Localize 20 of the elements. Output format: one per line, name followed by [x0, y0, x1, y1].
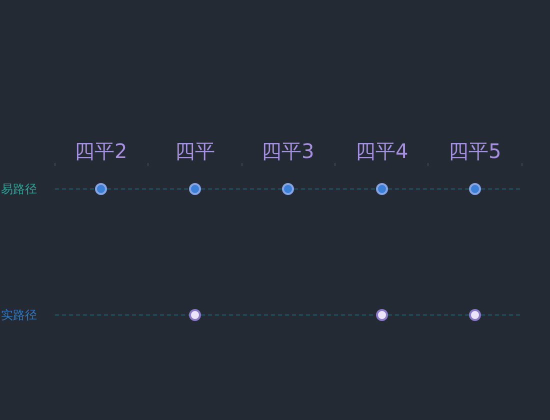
column-header: 四平2: [74, 141, 128, 161]
dashed-connector: [200, 188, 282, 190]
path-dot: [469, 309, 481, 321]
row-label: 易路径: [1, 183, 37, 195]
column-header: 四平4: [356, 141, 408, 161]
column-header: 四平: [175, 141, 215, 161]
row-label: 实路径: [1, 309, 37, 321]
path-dot: [282, 183, 294, 195]
dashed-connector: [388, 314, 470, 316]
dashed-connector: [106, 188, 190, 190]
dashed-connector: [294, 188, 376, 190]
path-dot: [469, 183, 481, 195]
path-dot: [95, 183, 107, 195]
dashed-connector: [388, 188, 470, 190]
path-dot: [376, 183, 388, 195]
column-header: 四平5: [448, 141, 502, 161]
path-dot: [376, 309, 388, 321]
path-dot: [189, 309, 201, 321]
path-dot: [189, 183, 201, 195]
column-header: 四平3: [262, 141, 314, 161]
